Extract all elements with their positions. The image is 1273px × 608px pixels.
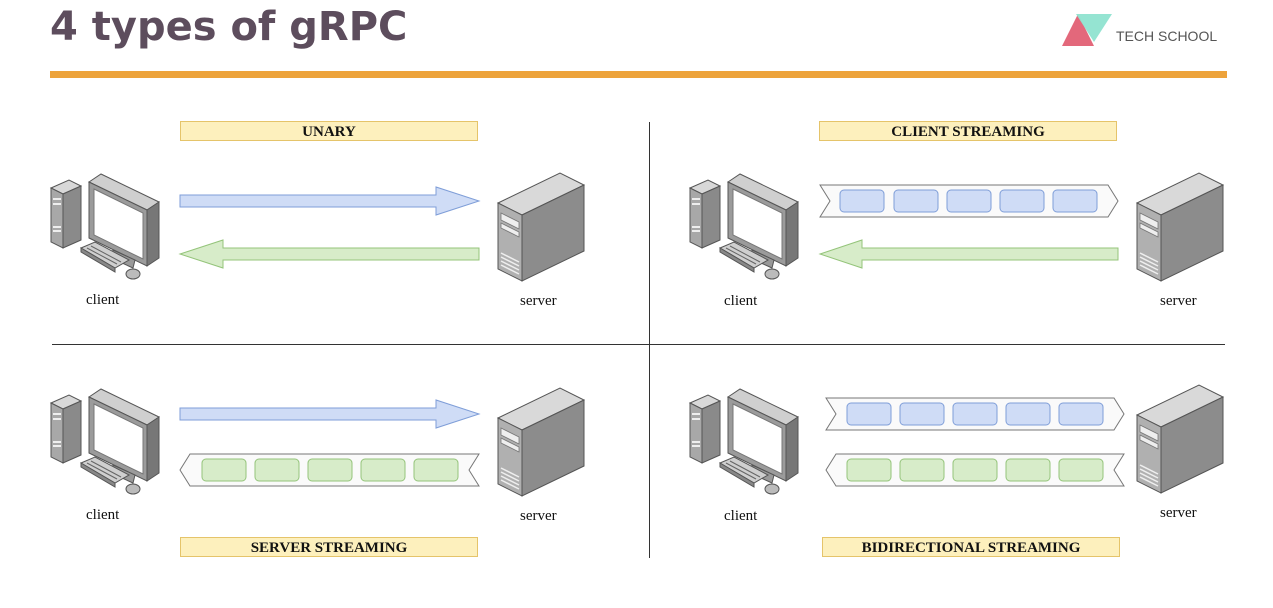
request-message	[1052, 189, 1098, 213]
response-message	[360, 458, 406, 482]
title-underline	[50, 71, 1227, 78]
client-streaming-client-computer-icon	[689, 173, 799, 280]
response-message	[952, 458, 998, 482]
bidirectional-streaming-label: BIDIRECTIONAL STREAMING	[822, 537, 1120, 557]
request-message	[846, 402, 892, 426]
brand-name: TECH SCHOOL	[1116, 28, 1218, 44]
unary-client-caption: client	[86, 292, 120, 308]
response-message	[307, 458, 353, 482]
request-message	[952, 402, 998, 426]
unary-request-arrow	[179, 186, 481, 216]
response-message	[899, 458, 945, 482]
unary-server-icon	[497, 172, 585, 282]
response-message	[846, 458, 892, 482]
unary-response-arrow	[178, 239, 480, 269]
client-streaming-label: CLIENT STREAMING	[819, 121, 1117, 141]
server-streaming-server-icon	[497, 387, 585, 497]
client-streaming-server-caption: server	[1160, 293, 1197, 309]
unary-label: UNARY	[180, 121, 478, 141]
response-message	[201, 458, 247, 482]
response-message	[1058, 458, 1104, 482]
request-message	[1058, 402, 1104, 426]
bidi-client-computer-icon	[689, 388, 799, 495]
unary-client-computer-icon	[50, 173, 160, 280]
bidi-server-caption: server	[1160, 505, 1197, 521]
request-message	[839, 189, 885, 213]
bidi-client-caption: client	[724, 508, 758, 524]
client-streaming-response-arrow	[818, 239, 1119, 269]
bidi-server-icon	[1136, 384, 1224, 494]
server-streaming-request-arrow	[179, 399, 481, 429]
server-streaming-client-computer-icon	[50, 388, 160, 495]
server-streaming-client-caption: client	[86, 507, 120, 523]
server-streaming-server-caption: server	[520, 508, 557, 524]
request-message	[1005, 402, 1051, 426]
response-message	[1005, 458, 1051, 482]
client-streaming-client-caption: client	[724, 293, 758, 309]
request-message	[899, 402, 945, 426]
response-message	[413, 458, 459, 482]
vertical-divider	[649, 122, 650, 558]
tech-school-logo-icon	[1062, 14, 1112, 46]
server-streaming-label: SERVER STREAMING	[180, 537, 478, 557]
response-message	[254, 458, 300, 482]
horizontal-divider	[52, 344, 1225, 345]
page-title: 4 types of gRPC	[50, 4, 408, 50]
request-message	[893, 189, 939, 213]
request-message	[946, 189, 992, 213]
client-streaming-server-icon	[1136, 172, 1224, 282]
unary-server-caption: server	[520, 293, 557, 309]
request-message	[999, 189, 1045, 213]
